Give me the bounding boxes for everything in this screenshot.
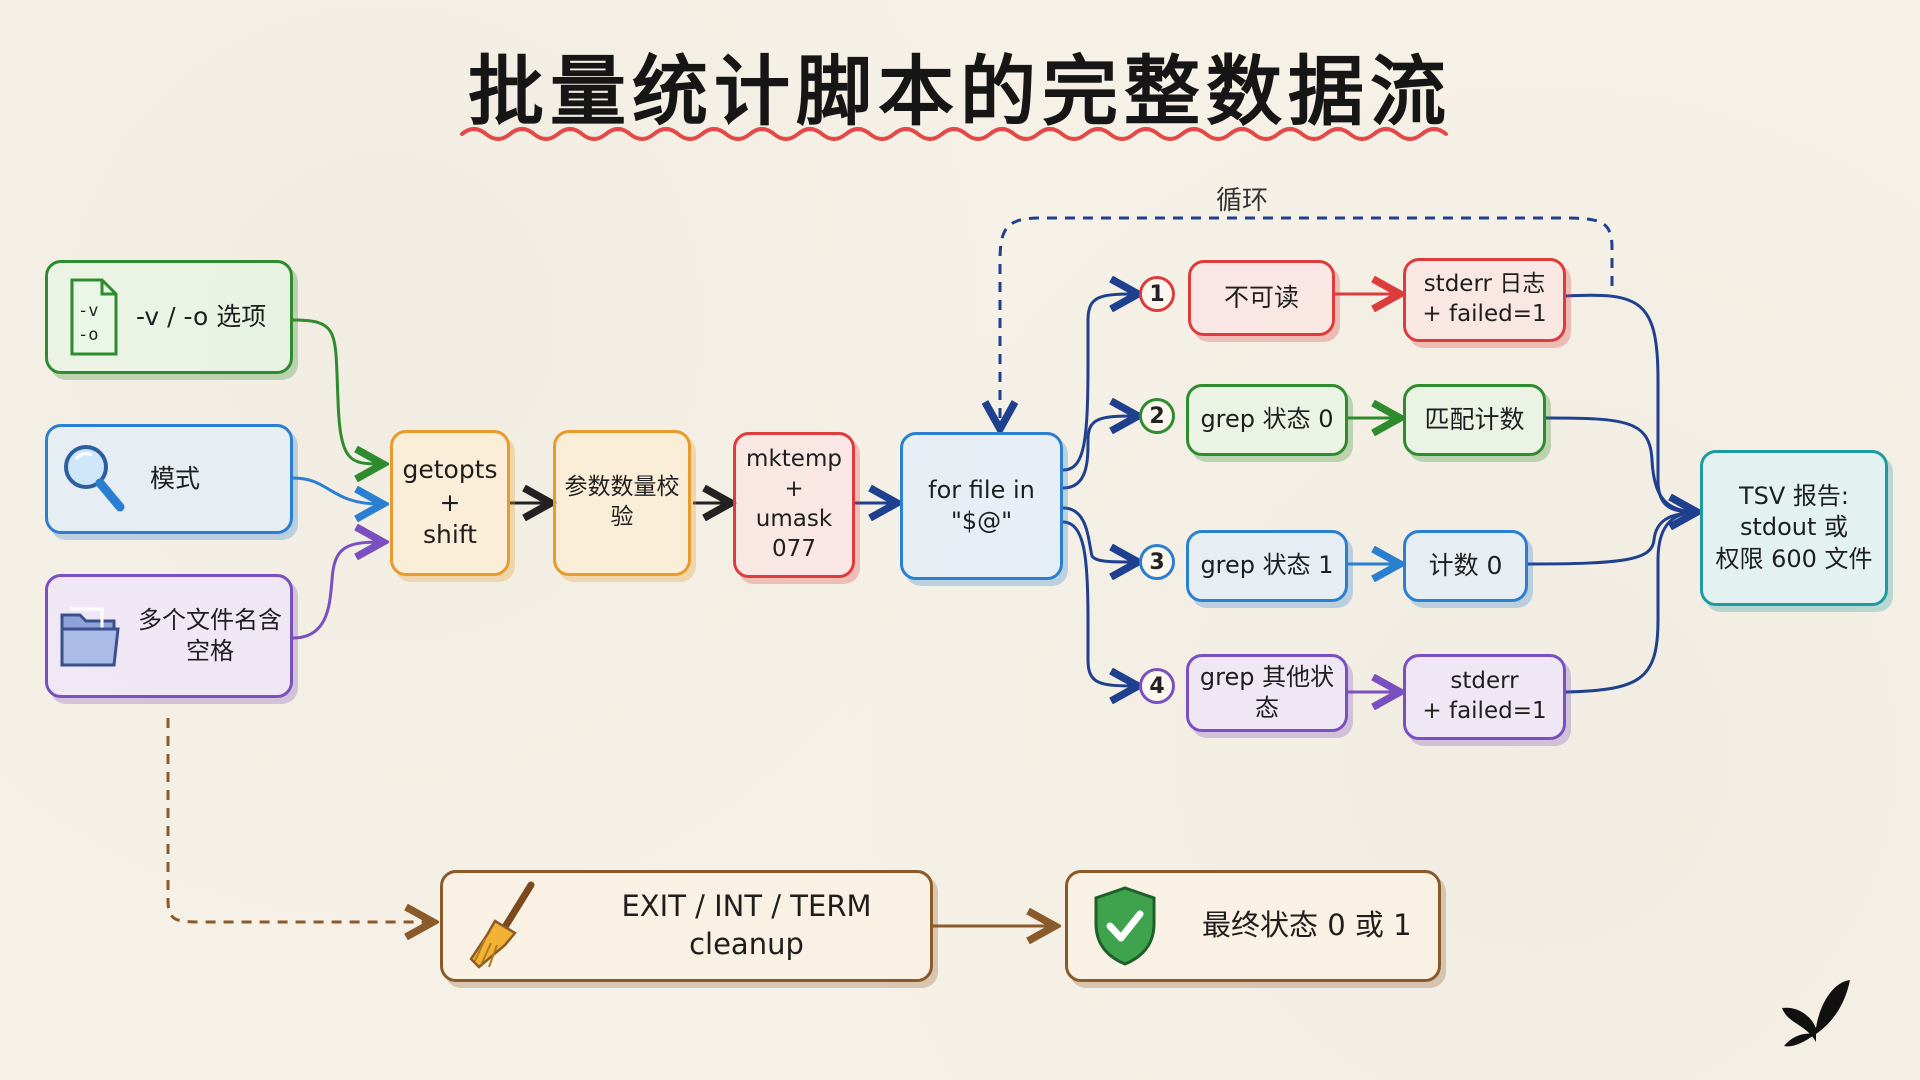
options-label: -v / -o 选项 <box>136 301 267 331</box>
files-label: 多个文件名含空格 <box>138 605 282 665</box>
branch-1-result: stderr 日志 + failed=1 <box>1403 258 1566 342</box>
files-input-node: 多个文件名含空格 <box>45 574 293 698</box>
magnifier-icon <box>64 445 125 512</box>
svg-text:-v: -v <box>78 301 98 321</box>
title-underline <box>460 127 1448 141</box>
arrow-options-to-getopts <box>292 318 380 464</box>
loop-node: for file in "$@" <box>900 432 1063 580</box>
arrow-result-1-to-report <box>1565 293 1694 512</box>
arrow-loop-to-branch-3 <box>1062 506 1135 562</box>
loop-label: 循环 <box>1216 186 1269 216</box>
branch-2-check-label: grep 状态 0 <box>1200 405 1334 434</box>
loop-back-arrow <box>1000 216 1614 426</box>
branch-3-check-label: grep 状态 1 <box>1200 551 1334 580</box>
folder-icon <box>60 607 120 667</box>
mktemp-line-3: umask 077 <box>755 506 833 562</box>
arrow-files-to-getopts <box>292 542 380 640</box>
getopts-line-2: + <box>439 487 461 517</box>
final-node: 最终状态 0 或 1 <box>1065 870 1441 982</box>
branch-4-result: stderr + failed=1 <box>1403 654 1566 740</box>
branch-3-badge: 3 <box>1139 544 1175 580</box>
arrow-result-3-to-report <box>1527 510 1695 566</box>
branch-4-result-line-2: + failed=1 <box>1422 698 1547 724</box>
branch-1-result-line-2: + failed=1 <box>1422 301 1547 327</box>
branch-3-result: 计数 0 <box>1403 530 1528 602</box>
branch-1-check: 不可读 <box>1188 260 1335 336</box>
options-input-node: -v -o -v / -o 选项 <box>45 260 293 374</box>
branch-2-result: 匹配计数 <box>1403 384 1546 456</box>
getopts-node: getopts + shift <box>390 430 510 576</box>
branch-1-result-line-1: stderr 日志 <box>1423 271 1546 298</box>
page-title: 批量统计脚本的完整数据流 <box>468 47 1452 136</box>
validate-label: 参数数量校验 <box>564 474 680 530</box>
branch-2-result-label: 匹配计数 <box>1424 404 1525 434</box>
report-line-1: TSV 报告: <box>1738 482 1849 511</box>
branch-2-badge: 2 <box>1139 398 1175 434</box>
getopts-line-3: shift <box>423 520 477 550</box>
broom-icon <box>469 881 535 969</box>
cleanup-trigger-arrow <box>166 718 430 922</box>
branch-4-badge: 4 <box>1139 668 1175 704</box>
branch-1-check-label: 不可读 <box>1223 282 1299 312</box>
butterfly-icon <box>1782 980 1850 1047</box>
cleanup-node: EXIT / INT / TERM cleanup <box>440 870 933 982</box>
branch-4-check-label: grep 其他状态 <box>1199 662 1335 722</box>
arrow-result-2-to-report <box>1545 416 1695 514</box>
branch-3-check: grep 状态 1 <box>1186 530 1348 602</box>
branch-4-result-line-1: stderr <box>1450 668 1519 695</box>
report-line-3: 权限 600 文件 <box>1715 544 1873 573</box>
arrow-loop-to-branch-1 <box>1062 294 1135 472</box>
loop-statement: for file in "$@" <box>928 475 1035 535</box>
arrow-pattern-to-getopts <box>292 476 380 504</box>
shield-check-icon <box>1094 886 1156 966</box>
branch-1-badge: 1 <box>1139 276 1175 312</box>
validate-node: 参数数量校验 <box>553 430 691 576</box>
branch-2-check: grep 状态 0 <box>1186 384 1348 456</box>
mktemp-node: mktemp + umask 077 <box>733 432 855 578</box>
branch-3-result-label: 计数 0 <box>1428 550 1503 580</box>
document-icon: -v -o <box>70 278 118 356</box>
branch-4-check: grep 其他状态 <box>1186 654 1348 732</box>
getopts-line-1: getopts <box>402 455 498 485</box>
cleanup-label: EXIT / INT / TERM cleanup <box>621 889 872 961</box>
report-node: TSV 报告: stdout 或 权限 600 文件 <box>1700 450 1888 606</box>
pattern-label: 模式 <box>150 463 201 493</box>
svg-text:-o: -o <box>78 325 98 345</box>
mktemp-line-2: + <box>784 476 804 503</box>
pattern-input-node: 模式 <box>45 424 293 534</box>
arrow-result-4-to-report <box>1565 510 1695 694</box>
arrow-loop-to-branch-2 <box>1062 416 1135 490</box>
report-line-2: stdout 或 <box>1739 513 1849 542</box>
arrow-loop-to-branch-4 <box>1062 520 1135 686</box>
mktemp-line-1: mktemp <box>746 446 842 473</box>
final-label: 最终状态 0 或 1 <box>1202 908 1412 943</box>
